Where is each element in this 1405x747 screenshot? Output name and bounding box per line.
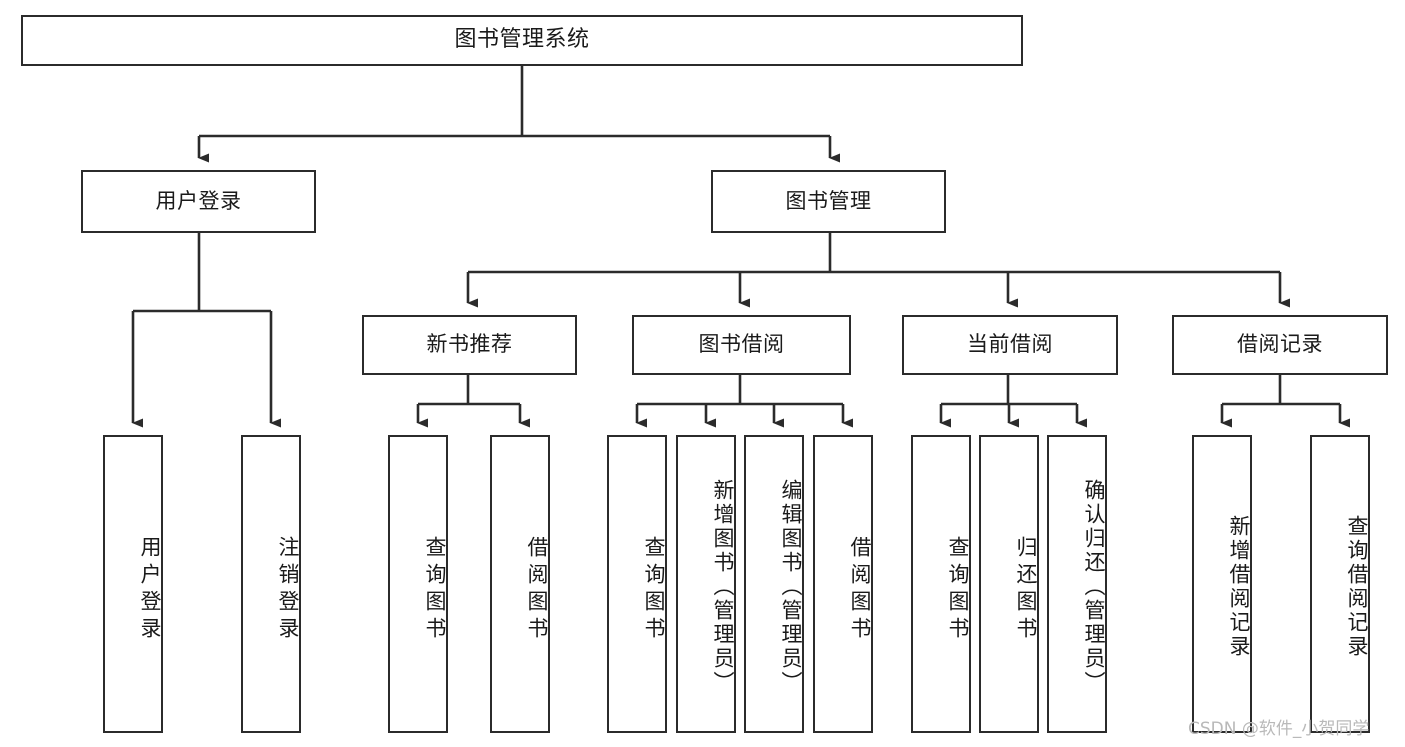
node-label: 查询图书 bbox=[642, 536, 666, 644]
leaf-user-login[interactable]: 用户登录 bbox=[103, 435, 163, 733]
leaf-query-book-current[interactable]: 查询图书 bbox=[911, 435, 971, 733]
node-label: 新增借阅记录 bbox=[1227, 515, 1251, 659]
leaf-add-book-admin[interactable]: 新增图书（管理员） bbox=[676, 435, 736, 733]
node-label: 借阅记录 bbox=[1237, 332, 1323, 357]
node-label: 确认归还（管理员） bbox=[1082, 479, 1106, 695]
leaf-logout[interactable]: 注销登录 bbox=[241, 435, 301, 733]
leaf-borrow-book-recommend[interactable]: 借阅图书 bbox=[490, 435, 550, 733]
leaf-borrow-book[interactable]: 借阅图书 bbox=[813, 435, 873, 733]
node-label: 归还图书 bbox=[1014, 536, 1038, 644]
node-book-borrow[interactable]: 图书借阅 bbox=[632, 315, 851, 375]
node-user-login[interactable]: 用户登录 bbox=[81, 170, 316, 233]
node-label: 查询图书 bbox=[423, 536, 447, 644]
node-label: 借阅图书 bbox=[848, 536, 872, 644]
node-label: 当前借阅 bbox=[967, 332, 1053, 357]
leaf-add-borrow-record[interactable]: 新增借阅记录 bbox=[1192, 435, 1252, 733]
leaf-return-book[interactable]: 归还图书 bbox=[979, 435, 1039, 733]
node-label: 图书管理系统 bbox=[454, 27, 590, 53]
node-new-book-recommend[interactable]: 新书推荐 bbox=[362, 315, 577, 375]
node-book-management-system[interactable]: 图书管理系统 bbox=[21, 15, 1023, 66]
leaf-confirm-return-admin[interactable]: 确认归还（管理员） bbox=[1047, 435, 1107, 733]
node-label: 新增图书（管理员） bbox=[711, 479, 735, 695]
node-label: 新书推荐 bbox=[426, 332, 513, 357]
node-label: 编辑图书（管理员） bbox=[779, 479, 803, 695]
node-label: 注销登录 bbox=[276, 536, 300, 644]
node-label: 图书管理 bbox=[785, 188, 872, 213]
node-current-borrow[interactable]: 当前借阅 bbox=[902, 315, 1118, 375]
csdn-watermark: CSDN @软件_小贺同学 bbox=[1188, 719, 1370, 739]
node-label: 用户登录 bbox=[138, 536, 162, 644]
node-book-management[interactable]: 图书管理 bbox=[711, 170, 946, 233]
leaf-query-book-borrow[interactable]: 查询图书 bbox=[607, 435, 667, 733]
node-label: 图书借阅 bbox=[698, 332, 785, 357]
node-label: 查询借阅记录 bbox=[1345, 515, 1369, 659]
leaf-query-book-recommend[interactable]: 查询图书 bbox=[388, 435, 448, 733]
node-label: 用户登录 bbox=[155, 188, 242, 213]
node-label: 借阅图书 bbox=[525, 536, 549, 644]
node-borrow-record[interactable]: 借阅记录 bbox=[1172, 315, 1388, 375]
leaf-query-borrow-record[interactable]: 查询借阅记录 bbox=[1310, 435, 1370, 733]
leaf-edit-book-admin[interactable]: 编辑图书（管理员） bbox=[744, 435, 804, 733]
node-label: 查询图书 bbox=[946, 536, 970, 644]
